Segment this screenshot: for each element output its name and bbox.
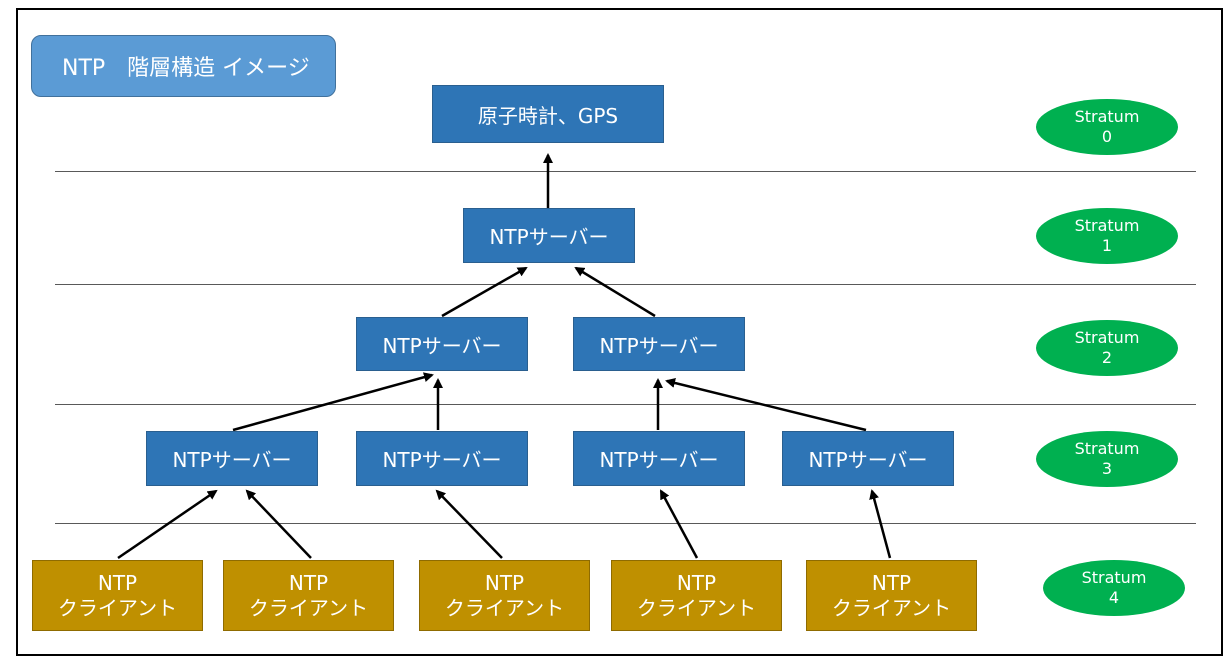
arrow-s3a-to-s2left (232, 372, 434, 432)
stratum-number: 1 (1101, 236, 1113, 255)
ntp-server-stratum3-a: NTPサーバー (146, 431, 318, 486)
stratum-number: 4 (1108, 588, 1120, 607)
stratum-4-badge: Stratum 4 (1043, 560, 1185, 616)
atomic-clock-gps-box: 原子時計、GPS (432, 85, 664, 143)
stratum-number: 2 (1101, 348, 1113, 367)
client-line2: クライアント (248, 595, 369, 620)
client-line2: クライアント (57, 595, 178, 620)
ntp-server-stratum3-c: NTPサーバー (573, 431, 745, 486)
ntp-server-stratum2-left: NTPサーバー (356, 317, 528, 371)
arrow-c4-to-s3c (659, 489, 699, 559)
client-line1: NTP (676, 570, 717, 595)
stratum-divider-3-4 (55, 523, 1196, 524)
stratum-divider-1-2 (55, 284, 1196, 285)
diagram-title: NTP 階層構造 イメージ (31, 35, 336, 97)
arrow-c1-to-s3a (117, 489, 218, 560)
client-line2: クライアント (831, 595, 952, 620)
ntp-server-stratum3-b: NTPサーバー (356, 431, 528, 486)
client-line2: クライアント (636, 595, 757, 620)
ntp-client-1: NTP クライアント (32, 560, 203, 631)
stratum-divider-0-1 (55, 171, 1196, 172)
stratum-1-badge: Stratum 1 (1036, 208, 1178, 264)
stratum-label: Stratum (1081, 568, 1147, 587)
ntp-server-stratum1: NTPサーバー (463, 208, 635, 263)
arrow-s3d-to-s2right (665, 378, 867, 432)
stratum-label: Stratum (1074, 216, 1140, 235)
stratum-0-badge: Stratum 0 (1036, 99, 1178, 155)
client-line1: NTP (484, 570, 525, 595)
arrow-c5-to-s3d (869, 489, 892, 559)
stratum-divider-2-3 (55, 404, 1196, 405)
stratum-3-badge: Stratum 3 (1036, 431, 1178, 487)
ntp-client-4: NTP クライアント (611, 560, 782, 631)
ntp-client-2: NTP クライアント (223, 560, 394, 631)
arrow-c2-to-s3a (245, 489, 312, 559)
client-line2: クライアント (444, 595, 565, 620)
stratum-label: Stratum (1074, 107, 1140, 126)
client-line1: NTP (288, 570, 329, 595)
ntp-client-3: NTP クライアント (419, 560, 590, 631)
diagram-frame (16, 8, 1223, 656)
client-line1: NTP (97, 570, 138, 595)
ntp-server-stratum3-d: NTPサーバー (782, 431, 954, 486)
client-line1: NTP (871, 570, 912, 595)
stratum-2-badge: Stratum 2 (1036, 320, 1178, 376)
arrow-s2right-to-s1 (574, 266, 656, 318)
ntp-client-5: NTP クライアント (806, 560, 977, 631)
ntp-server-stratum2-right: NTPサーバー (573, 317, 745, 371)
stratum-number: 3 (1101, 459, 1113, 478)
stratum-label: Stratum (1074, 328, 1140, 347)
stratum-number: 0 (1101, 127, 1113, 146)
arrow-s2left-to-s1 (441, 266, 528, 318)
arrow-c3-to-s3b (435, 489, 503, 559)
stratum-label: Stratum (1074, 439, 1140, 458)
